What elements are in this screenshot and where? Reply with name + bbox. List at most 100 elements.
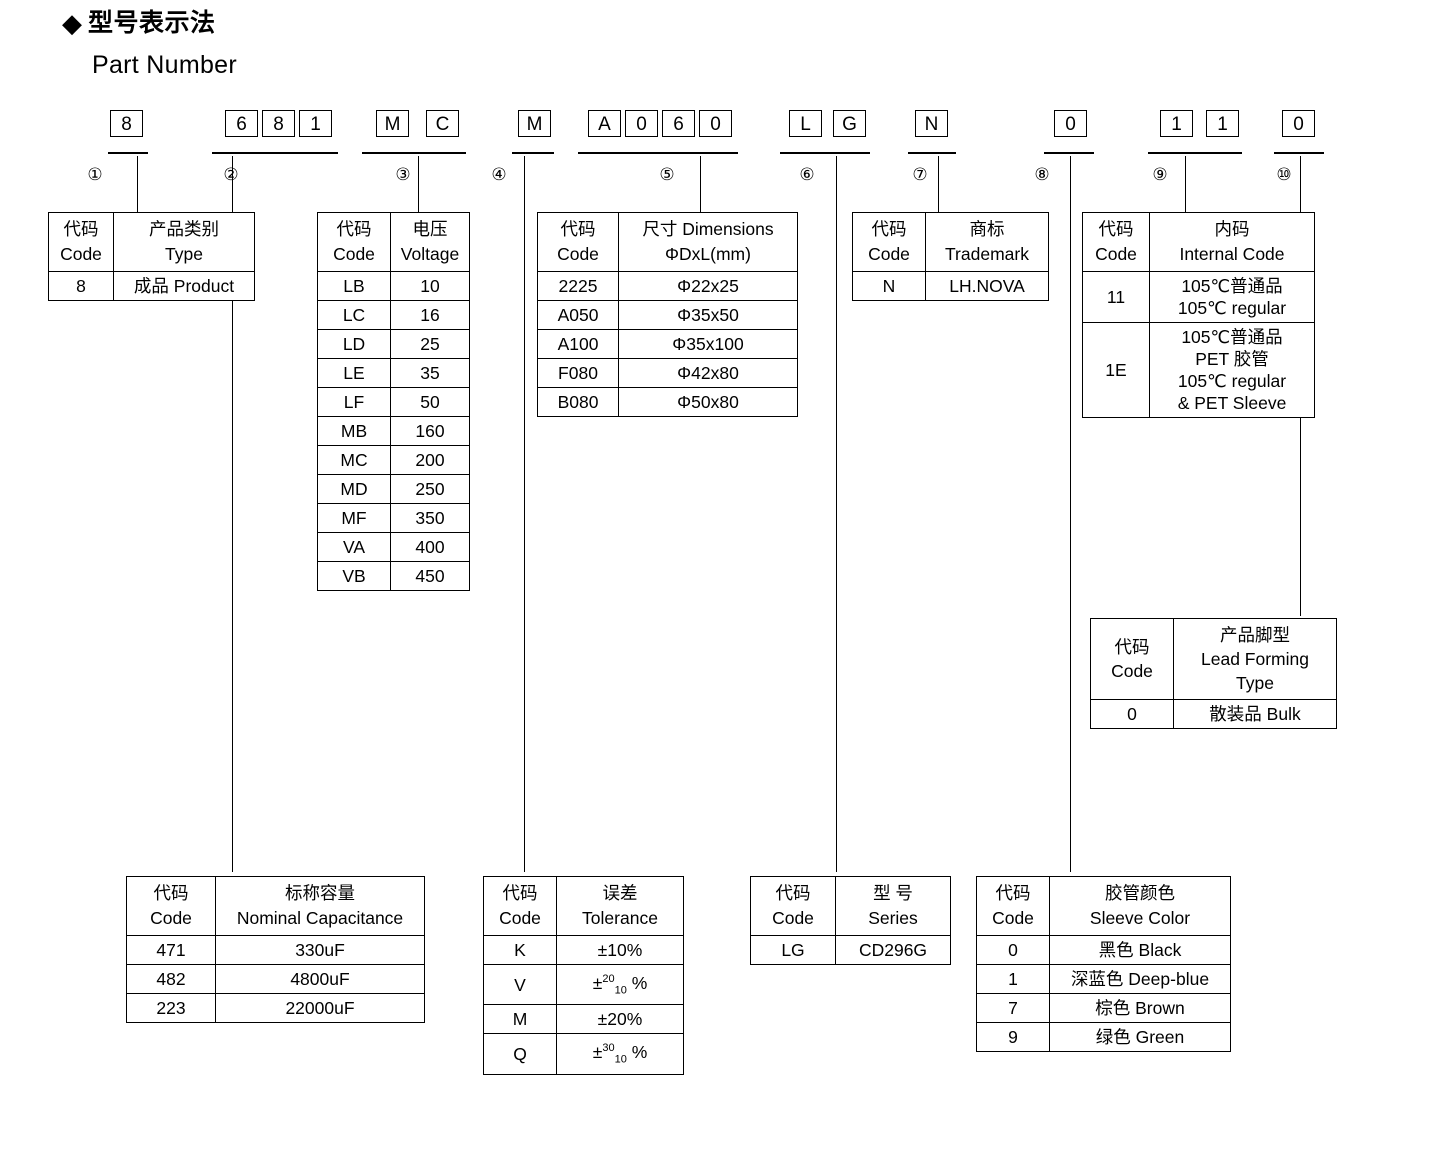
table-internal-code: 代码 Code 内码 Internal Code 11 105℃普通品 105℃…	[1082, 212, 1315, 418]
code-char-9-1: 1	[1160, 110, 1193, 137]
table-sleeve-color-value-1: 深蓝色 Deep-blue	[1049, 964, 1231, 994]
table-capacitance-value-1: 4800uF	[215, 964, 425, 994]
code-char-9-2: 1	[1206, 110, 1239, 137]
table-row: N LH.NOVA	[852, 271, 1049, 301]
code-char-5-2: 0	[625, 110, 658, 137]
heading-bullet-icon: ◆	[62, 8, 82, 38]
table-sleeve-color-code-2: 7	[976, 993, 1050, 1023]
code-char-6-1: L	[789, 110, 822, 137]
code-char-5-4: 0	[699, 110, 732, 137]
code-char-6-2: G	[833, 110, 866, 137]
table-trademark: 代码 Code 商标 Trademark N LH.NOVA	[852, 212, 1049, 301]
table-tolerance-value-3: ±3010 %	[556, 1033, 684, 1075]
connector-line-3	[418, 156, 419, 212]
code-char-2-2: 8	[262, 110, 295, 137]
table-type: 代码 Code 产品类别 Type 8 成品 Product	[48, 212, 255, 301]
table-trademark-value-0: LH.NOVA	[925, 271, 1049, 301]
connector-line-4	[524, 212, 525, 872]
table-capacitance-header-code: 代码 Code	[126, 876, 216, 936]
table-series-value-0: CD296G	[835, 935, 951, 965]
table-voltage-code-7: MD	[317, 474, 391, 504]
table-row: M ±20%	[483, 1004, 684, 1035]
table-voltage-code-2: LD	[317, 329, 391, 359]
table-series-code-0: LG	[750, 935, 836, 965]
table-voltage-code-1: LC	[317, 300, 391, 330]
table-internal-code-header-name: 内码 Internal Code	[1149, 212, 1315, 272]
code-char-5-3: 6	[662, 110, 695, 137]
table-row: K ±10%	[483, 935, 684, 965]
connector-line-9	[1185, 156, 1186, 212]
code-char-3-1: M	[376, 110, 409, 137]
table-dimensions-value-1: Φ35x50	[618, 300, 798, 330]
code-char-4-1: M	[518, 110, 551, 137]
group-marker-3: ③	[395, 165, 411, 184]
page-title-cn: 型号表示法	[88, 9, 216, 37]
connector-line-6	[836, 156, 837, 872]
table-tolerance-header-code: 代码 Code	[483, 876, 557, 936]
table-voltage-code-5: MB	[317, 416, 391, 446]
table-voltage-value-7: 250	[390, 474, 470, 504]
group-marker-1: ①	[87, 165, 103, 184]
code-char-5-1: A	[588, 110, 621, 137]
table-type-code-0: 8	[48, 271, 114, 301]
table-voltage-value-3: 35	[390, 358, 470, 388]
table-dimensions-code-4: B080	[537, 387, 619, 417]
table-sleeve-color-value-0: 黑色 Black	[1049, 935, 1231, 965]
code-char-8-1: 0	[1054, 110, 1087, 137]
table-tolerance-header-name: 误差 Tolerance	[556, 876, 684, 936]
group-underline-2	[212, 152, 338, 154]
table-tolerance: 代码 Code 误差 Tolerance K ±10% V ±2010 % M …	[483, 876, 684, 1075]
table-lead-forming-header-name: 产品脚型 Lead Forming Type	[1173, 618, 1337, 700]
table-row: LG CD296G	[750, 935, 951, 965]
code-char-2-1: 6	[225, 110, 258, 137]
table-sleeve-color-code-3: 9	[976, 1022, 1050, 1052]
table-voltage-code-6: MC	[317, 445, 391, 475]
group-marker-2: ②	[223, 165, 239, 184]
connector-line-2	[232, 156, 233, 872]
group-underline-5	[578, 152, 738, 154]
table-sleeve-color-header-code: 代码 Code	[976, 876, 1050, 936]
table-tolerance-code-3: Q	[483, 1033, 557, 1075]
table-internal-code-header-code: 代码 Code	[1082, 212, 1150, 272]
group-underline-1	[108, 152, 148, 154]
table-voltage-value-4: 50	[390, 387, 470, 417]
table-internal-code-value-1: 105℃普通品 PET 胶管 105℃ regular & PET Sleeve	[1149, 322, 1315, 418]
table-tolerance-code-1: V	[483, 963, 557, 1006]
table-type-header-name: 产品类别 Type	[113, 212, 255, 272]
table-voltage-code-0: LB	[317, 271, 391, 301]
table-lead-forming-value-0: 散装品 Bulk	[1173, 699, 1337, 729]
group-underline-8	[1044, 152, 1094, 154]
group-marker-10: ⑩	[1276, 165, 1292, 184]
table-voltage-value-6: 200	[390, 445, 470, 475]
table-dimensions-value-0: Φ22x25	[618, 271, 798, 301]
table-lead-forming: 代码 Code 产品脚型 Lead Forming Type 0 散装品 Bul…	[1090, 618, 1337, 729]
group-marker-7: ⑦	[912, 165, 928, 184]
table-series-header-code: 代码 Code	[750, 876, 836, 936]
table-sleeve-color-code-0: 0	[976, 935, 1050, 965]
group-marker-6: ⑥	[799, 165, 815, 184]
table-voltage-value-0: 10	[390, 271, 470, 301]
table-capacitance-value-2: 22000uF	[215, 993, 425, 1023]
table-voltage-header-name: 电压 Voltage	[390, 212, 470, 272]
table-lead-forming-header-code: 代码 Code	[1090, 618, 1174, 700]
table-type-value-0: 成品 Product	[113, 271, 255, 301]
